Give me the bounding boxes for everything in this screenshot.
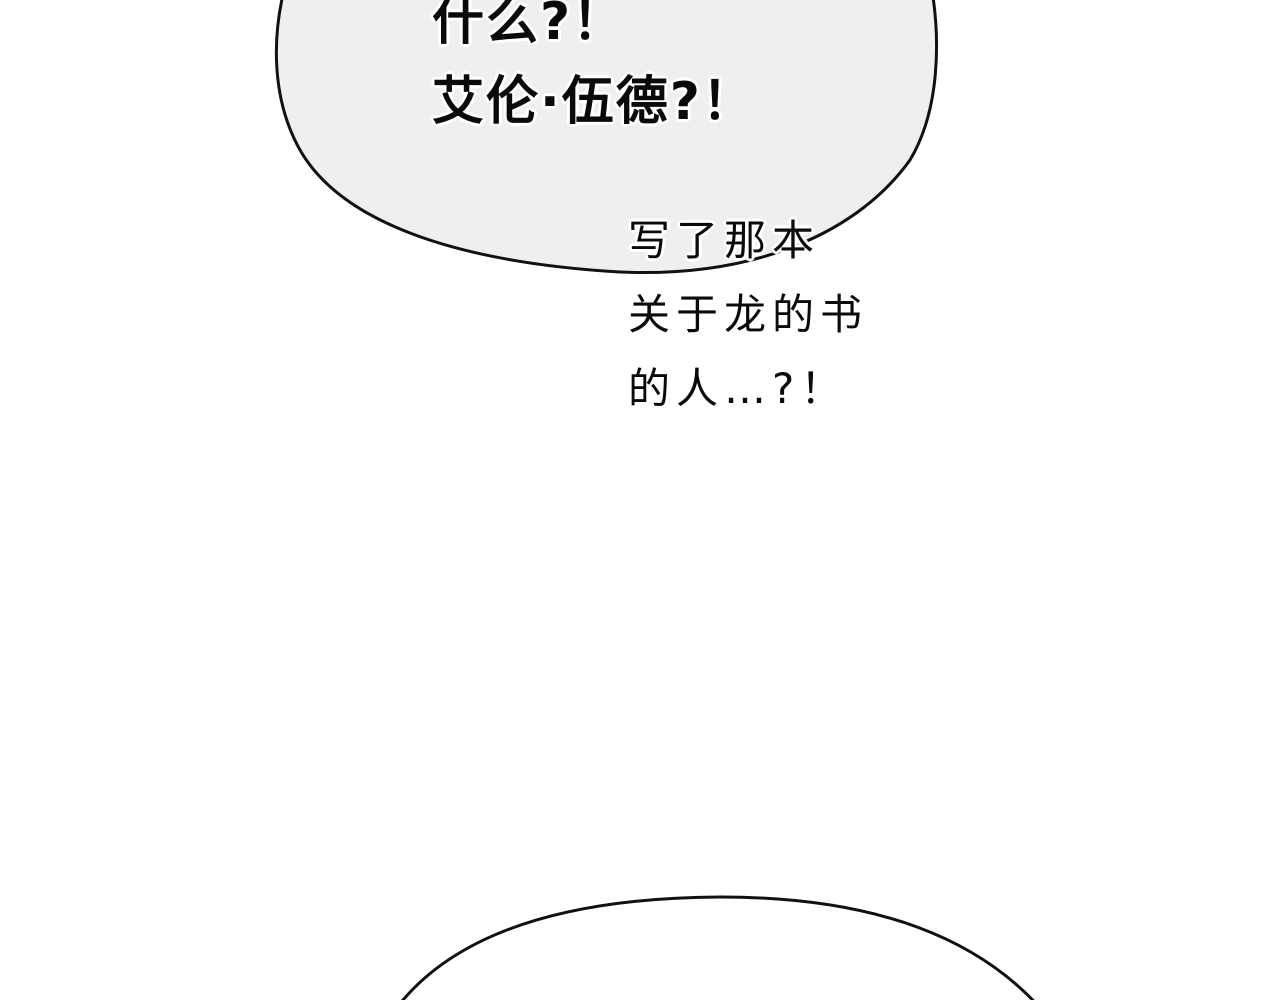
bottom-speech-bubble — [401, 895, 1035, 1000]
top-speech-bubble — [274, 0, 939, 275]
bubble-text-line-2: 艾伦·伍德?！ — [432, 72, 756, 132]
side-text-line-1: 写了那本 — [628, 216, 821, 265]
side-text-line-2: 关于龙的书 — [628, 290, 869, 339]
bubble-text-line-1: 什么?！ — [432, 0, 627, 52]
side-text-line-3: 的人…?！ — [628, 364, 849, 413]
